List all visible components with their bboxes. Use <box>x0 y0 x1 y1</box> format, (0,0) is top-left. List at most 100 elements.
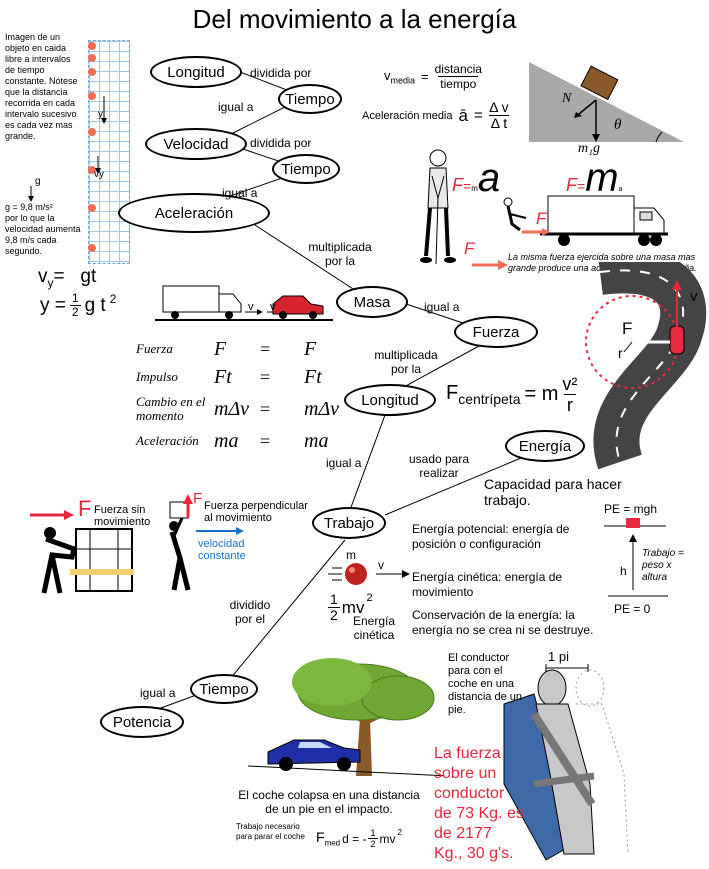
one-foot-label: 1 pi <box>548 649 569 664</box>
incline-normal-label: N <box>562 91 572 106</box>
pushed-truck <box>503 195 668 246</box>
freefall-velocity-equation: vy= gt <box>38 266 97 290</box>
node-trabajo: Trabajo <box>312 507 386 539</box>
momentum-table: Fuerza F = F Impulso Ft = Ft Cambio en e… <box>136 335 356 455</box>
crash-work-label: Trabajo necesario para parar el coche <box>236 822 305 841</box>
pe-top-label: PE = mgh <box>604 502 658 516</box>
truck-and-car <box>155 285 333 321</box>
node-fuerza: Fuerza <box>454 316 538 348</box>
node-tiempo-1: Tiempo <box>278 84 342 114</box>
seatbelt-driver <box>503 664 629 861</box>
energy-definition: Capacidad para hacer trabajo. <box>484 476 622 508</box>
incline-weight-label: m₁g <box>578 141 600 156</box>
freefall-y-label: y <box>98 109 103 120</box>
centripetal-radius-label: r <box>618 345 623 361</box>
link-igual-a-3: igual a <box>424 300 460 314</box>
height-label: h <box>620 564 627 578</box>
node-potencia: Potencia <box>100 706 184 738</box>
freefall-vy-label: vy <box>94 169 104 180</box>
lift-velocity-arrow <box>196 527 244 535</box>
kinetic-energy-label: Energía cinética <box>352 614 396 642</box>
pe-bottom-label: PE = 0 <box>614 602 651 616</box>
incline-plane <box>529 62 684 142</box>
carrying-box <box>169 501 191 591</box>
ball-velocity-label: v <box>378 558 384 572</box>
freefall-grid <box>88 40 130 264</box>
freefall-description: Imagen de un objeto en caida libre a int… <box>5 32 78 141</box>
link-dividido-por: dividido por el <box>229 598 271 626</box>
driver-stop-text: El conductor para con el coche en una di… <box>448 652 522 716</box>
gravity-symbol: g <box>35 176 41 187</box>
kinetic-energy-text: Energía cinética: energía de movimiento <box>412 570 563 599</box>
crash-caption: El coche colapsa en una distancia de un … <box>238 788 420 816</box>
work-weight-height: Trabajo = peso x altura <box>642 548 684 583</box>
conservation-text: Conservación de la energía: la energía n… <box>412 608 594 637</box>
lift-force-label: F <box>193 490 203 507</box>
driver-force-text: La fuerza sobre un conductor de 73 Kg. e… <box>434 745 524 862</box>
link-igual-a-1: igual a <box>218 100 254 114</box>
line-trabajo-energia <box>384 449 541 516</box>
lift-force-arrow <box>183 494 193 518</box>
centripetal-force-label: F <box>622 319 633 338</box>
momentum-row: Cambio en el momento mΔv = mΔv <box>136 394 340 423</box>
node-velocidad: Velocidad <box>145 128 247 160</box>
link-multiplicada-2: multiplicada por la <box>374 348 438 376</box>
truck-push-force-label: F <box>536 209 547 228</box>
line-longitud-trabajo <box>349 414 386 511</box>
link-igual-a-4: igual a <box>326 456 362 470</box>
velocity-increase-text: por lo que la velocidad aumenta 9,8 m/s … <box>5 213 81 256</box>
truck-velocity-label: v <box>248 301 254 313</box>
centripetal-velocity-label: v <box>690 288 698 305</box>
momentum-row: Aceleración ma = ma <box>136 429 329 452</box>
node-longitud-2: Longitud <box>344 384 436 416</box>
gravity-value: g = 9,8 m/s² <box>5 202 53 212</box>
node-tiempo-3: Tiempo <box>190 674 258 704</box>
momentum-row: Fuerza F = F <box>136 337 317 360</box>
ball-mass-label: m <box>346 548 356 562</box>
link-usado-para: usado para realizar <box>408 452 470 480</box>
freefall-drops <box>88 42 107 252</box>
link-igual-a-5: igual a <box>140 686 176 700</box>
push-force-text: Fuerza sin movimiento <box>94 504 151 528</box>
node-aceleracion: Aceleración <box>118 193 270 233</box>
potential-energy-text: Energía potencial: energía de posición o… <box>412 522 570 551</box>
gravity-arrow-icon <box>28 186 34 202</box>
page-title: Del movimiento a la energía <box>192 4 517 34</box>
curved-road <box>585 262 707 470</box>
link-igual-a-2: igual a <box>222 186 258 200</box>
golfer-figure <box>420 149 456 265</box>
momentum-row: Impulso Ft = Ft <box>136 365 322 388</box>
node-masa: Masa <box>336 286 408 318</box>
incline-theta-label: θ <box>614 117 622 133</box>
potential-energy-diagram <box>604 518 668 597</box>
line-trabajo-tiempo <box>224 539 346 686</box>
push-force-label: F <box>78 496 92 521</box>
link-multiplicada-1: multiplicada por la <box>308 240 372 268</box>
link-dividida-por-1: dividida por <box>250 66 312 80</box>
lift-force-text: Fuerza perpendicular al movimiento <box>204 500 308 524</box>
incline-diagram <box>529 62 684 143</box>
node-energia: Energía <box>505 430 585 462</box>
centripetal-car <box>669 325 685 355</box>
node-tiempo-2: Tiempo <box>272 154 340 184</box>
lift-velocity-text: velocidad constante <box>198 538 246 562</box>
node-longitud: Longitud <box>150 56 242 88</box>
incline-block <box>580 65 619 101</box>
link-dividida-por-2: dividida por <box>250 136 312 150</box>
golfer-force-arrow <box>472 260 508 270</box>
car-velocity-label: v <box>270 301 276 313</box>
line-aceleracion-masa <box>254 224 371 301</box>
tree-crash <box>248 658 444 777</box>
kinetic-ball <box>328 563 410 585</box>
golfer-force-label: F <box>464 239 475 258</box>
pushing-crate <box>30 510 134 594</box>
